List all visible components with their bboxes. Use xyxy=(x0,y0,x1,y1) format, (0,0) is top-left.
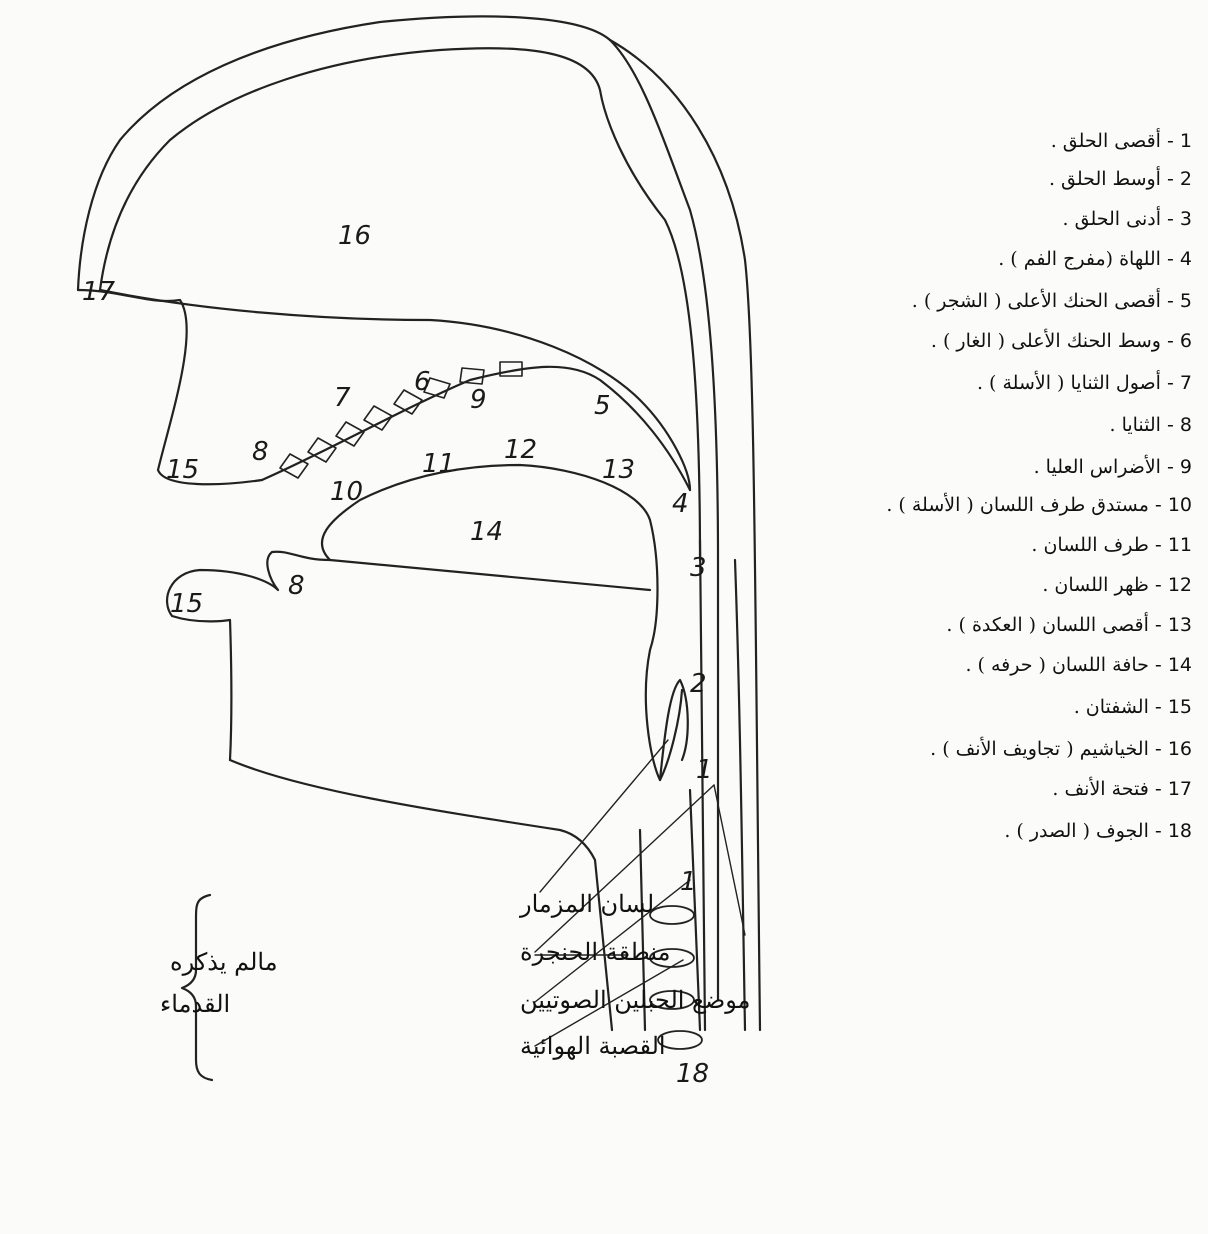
legend-text: الثنايا . xyxy=(1109,414,1160,436)
label-5: 5 xyxy=(594,391,611,421)
legend-text: الأضراس العليا . xyxy=(1034,456,1161,478)
legend-text: أصول الثنايا ( الأسلة ) . xyxy=(977,372,1161,394)
label-15-top: 15 xyxy=(166,455,199,485)
legend-number: 6 - xyxy=(1161,330,1192,352)
trachea-rings xyxy=(650,906,702,1049)
legend-item-14: 14 - حافة اللسان ( حرفه ) . xyxy=(965,654,1192,676)
label-1-upper: 1 xyxy=(696,755,713,785)
legend-number: 5 - xyxy=(1161,290,1192,312)
nasal-cavity-outer xyxy=(78,16,718,1000)
legend-item-1: 1 - أقصى الحلق . xyxy=(1051,130,1192,152)
legend-text: أوسط الحلق . xyxy=(1049,168,1161,190)
legend-number: 14 - xyxy=(1149,654,1192,676)
legend-item-5: 5 - أقصى الحنك الأعلى ( الشجر ) . xyxy=(912,290,1192,312)
legend-number: 9 - xyxy=(1161,456,1192,478)
legend-item-4: 4 - اللهاة (مفرج الفم ) . xyxy=(998,248,1192,270)
legend-number: 12 - xyxy=(1149,574,1192,596)
label-17: 17 xyxy=(82,277,116,307)
legend-text: الشفتان . xyxy=(1074,696,1149,718)
legend-text: أقصى اللسان ( العكدة ) . xyxy=(946,614,1148,636)
legend-number: 3 - xyxy=(1161,208,1192,230)
legend-item-16: 16 - الخياشيم ( تجاويف الأنف ) . xyxy=(930,738,1192,760)
annotation-brace xyxy=(182,895,212,1080)
label-6: 6 xyxy=(414,367,431,397)
label-13: 13 xyxy=(602,455,635,485)
legend-number: 13 - xyxy=(1149,614,1192,636)
legend-number: 1 - xyxy=(1161,130,1192,152)
legend-item-11: 11 - طرف اللسان . xyxy=(1031,534,1192,556)
legend-text: طرف اللسان . xyxy=(1031,534,1148,556)
legend-number: 2 - xyxy=(1161,168,1192,190)
legend-text: اللهاة (مفرج الفم ) . xyxy=(998,248,1161,270)
label-9: 9 xyxy=(470,385,487,415)
annotation-vocal-cords: موضع الحبلين الصوتيين xyxy=(520,986,750,1014)
legend-number: 17 - xyxy=(1149,778,1192,800)
annotation-epiglottis: لسان المزمار xyxy=(519,890,654,918)
legend-text: حافة اللسان ( حرفه ) . xyxy=(965,654,1148,676)
label-12: 12 xyxy=(504,435,537,465)
label-1-lower: 1 xyxy=(680,867,697,897)
legend-text: أقصى الحلق . xyxy=(1051,130,1161,152)
label-4: 4 xyxy=(672,489,689,519)
legend-item-3: 3 - أدنى الحلق . xyxy=(1063,208,1192,230)
annotation-ancients-2: القدماء xyxy=(160,990,230,1018)
legend-item-8: 8 - الثنايا . xyxy=(1109,414,1192,436)
legend-text: الجوف ( الصدر ) . xyxy=(1004,820,1149,842)
arabic-annotations: لسان المزمار منطقة الحنجرة موضع الحبلين … xyxy=(160,890,750,1060)
legend-text: ظهر اللسان . xyxy=(1042,574,1149,596)
legend-item-2: 2 - أوسط الحلق . xyxy=(1049,168,1192,190)
legend-number: 10 - xyxy=(1149,494,1192,516)
label-3: 3 xyxy=(690,553,707,583)
legend-item-13: 13 - أقصى اللسان ( العكدة ) . xyxy=(946,614,1192,636)
legend-item-6: 6 - وسط الحنك الأعلى ( الغار ) . xyxy=(931,330,1192,352)
legend-item-10: 10 - مستدق طرف اللسان ( الأسلة ) . xyxy=(886,494,1192,516)
epiglottis-shape xyxy=(660,680,688,780)
lower-lip xyxy=(167,552,330,760)
label-10: 10 xyxy=(330,477,363,507)
legend-item-12: 12 - ظهر اللسان . xyxy=(1042,574,1192,596)
label-18: 18 xyxy=(676,1059,709,1089)
label-14: 14 xyxy=(470,517,503,547)
legend-item-15: 15 - الشفتان . xyxy=(1074,696,1192,718)
label-2: 2 xyxy=(690,669,707,699)
legend-text: مستدق طرف اللسان ( الأسلة ) . xyxy=(886,494,1149,516)
upper-teeth xyxy=(280,362,522,478)
legend-number: 4 - xyxy=(1161,248,1192,270)
tongue-floor xyxy=(330,560,650,590)
label-7: 7 xyxy=(334,383,351,413)
legend-text: أدنى الحلق . xyxy=(1063,208,1161,230)
legend-number: 15 - xyxy=(1149,696,1192,718)
label-11: 11 xyxy=(422,449,455,479)
label-8-bottom: 8 xyxy=(288,571,305,601)
legend-item-18: 18 - الجوف ( الصدر ) . xyxy=(1004,820,1192,842)
legend-number: 18 - xyxy=(1149,820,1192,842)
legend-text: أقصى الحنك الأعلى ( الشجر ) . xyxy=(912,290,1161,312)
tongue-outline xyxy=(322,465,682,780)
annotation-trachea: القصبة الهوائية xyxy=(520,1032,666,1060)
legend-number: 8 - xyxy=(1161,414,1192,436)
legend-text: فتحة الأنف . xyxy=(1052,778,1148,800)
legend-number: 16 - xyxy=(1149,738,1192,760)
annotation-ancients-1: مالم يذكره xyxy=(170,948,278,976)
legend-number: 7 - xyxy=(1161,372,1192,394)
legend-text: الخياشيم ( تجاويف الأنف ) . xyxy=(930,738,1149,760)
label-8-top: 8 xyxy=(252,437,269,467)
label-15-bottom: 15 xyxy=(170,589,203,619)
legend-item-7: 7 - أصول الثنايا ( الأسلة ) . xyxy=(977,372,1192,394)
legend-text: وسط الحنك الأعلى ( الغار ) . xyxy=(931,330,1161,352)
label-16: 16 xyxy=(338,221,371,251)
legend-number: 11 - xyxy=(1149,534,1192,556)
legend-item-17: 17 - فتحة الأنف . xyxy=(1052,778,1192,800)
legend-item-9: 9 - الأضراس العليا . xyxy=(1034,456,1192,478)
pharynx-back-wall xyxy=(700,540,745,1030)
annotation-larynx: منطقة الحنجرة xyxy=(520,938,670,966)
